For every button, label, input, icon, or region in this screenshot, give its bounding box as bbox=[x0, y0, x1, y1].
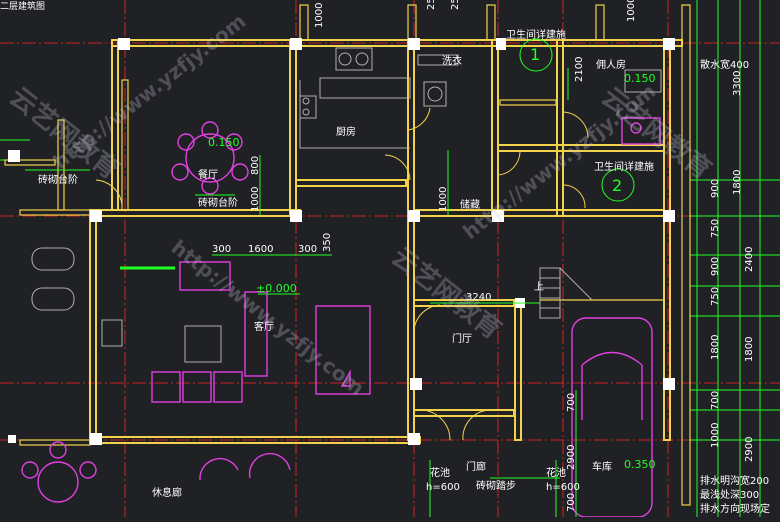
label-kitchen: 厨房 bbox=[336, 125, 356, 138]
label-garage: 车库 bbox=[592, 460, 612, 473]
label-brick-counter-center: 砖砌台阶 bbox=[198, 196, 238, 209]
rdim-3: 900 bbox=[710, 179, 721, 198]
dim-3240: 3240 bbox=[466, 292, 491, 303]
label-brick-steps: 砖砌踏步 bbox=[476, 479, 516, 492]
rdim-11: 1000 bbox=[710, 423, 721, 448]
label-bathroom1: 卫生间详建施 bbox=[506, 28, 566, 41]
label-living: 客厅 bbox=[254, 320, 274, 333]
rdim-9: 1800 bbox=[744, 337, 755, 362]
rdim-6: 900 bbox=[710, 257, 721, 276]
label-dining: 餐厅 bbox=[198, 168, 218, 181]
right-notes: 散水宽400 排水明沟宽200 最浅处深300 排水方向现场定 bbox=[700, 58, 770, 515]
dim-2900: 2900 bbox=[566, 445, 577, 470]
rdim-1: 3300 bbox=[732, 71, 743, 96]
elev-living: ±0.000 bbox=[256, 282, 297, 295]
header-dim-3: 250 bbox=[450, 0, 461, 10]
label-bathroom1-circle: 1 bbox=[530, 45, 540, 64]
stair bbox=[539, 267, 593, 319]
furniture bbox=[21, 121, 653, 518]
label-entry-porch: 门廊 bbox=[466, 460, 486, 473]
dim-1000a: 1000 bbox=[250, 187, 261, 212]
header-dim-4: 1000 bbox=[626, 0, 637, 22]
dim-700a: 700 bbox=[566, 393, 577, 412]
elev-garage: 0.350 bbox=[624, 458, 656, 471]
dim-300b: 300 bbox=[298, 244, 317, 255]
rdim-2: 1800 bbox=[732, 170, 743, 195]
watermark-url-2: http://www.yzfjy.com bbox=[167, 235, 369, 400]
walls bbox=[4, 4, 691, 506]
note-scatter: 散水宽400 bbox=[700, 58, 749, 71]
dim-700b: 700 bbox=[566, 493, 577, 512]
dim-350: 350 bbox=[322, 233, 333, 252]
label-foyer: 门厅 bbox=[452, 332, 472, 345]
label-servant-room: 佣人房 bbox=[596, 58, 626, 71]
doors bbox=[95, 107, 589, 441]
label-bathroom2-circle: 2 bbox=[612, 176, 622, 195]
note-drain-2: 最浅处深300 bbox=[700, 488, 759, 501]
elev-dining: 0.150 bbox=[208, 136, 240, 149]
right-dimension-labels: 3300 1800 900 750 2400 900 750 1800 1800… bbox=[710, 71, 755, 462]
elevation-labels: ±0.000 0.150 0.150 0.350 bbox=[208, 72, 656, 471]
label-planter-left: 花池 bbox=[430, 466, 450, 479]
rdim-7: 750 bbox=[710, 287, 721, 306]
note-drain-1: 排水明沟宽200 bbox=[700, 474, 769, 487]
rdim-8: 1800 bbox=[710, 335, 721, 360]
label-storage: 储藏 bbox=[460, 198, 480, 211]
note-drain-3: 排水方向现场定 bbox=[700, 502, 770, 515]
dim-300a: 300 bbox=[212, 244, 231, 255]
dim-800: 800 bbox=[250, 156, 261, 175]
label-bathroom2: 卫生间详建施 bbox=[594, 160, 654, 173]
dim-1600: 1600 bbox=[248, 244, 273, 255]
bathroom-fixtures bbox=[621, 69, 662, 145]
rdim-5: 2400 bbox=[744, 247, 755, 272]
header-dim-1: 1000 bbox=[314, 3, 325, 28]
label-planter-right-h: h=600 bbox=[546, 482, 580, 493]
label-planter-left-h: h=600 bbox=[426, 482, 460, 493]
rdim-12: 2900 bbox=[744, 437, 755, 462]
title-fragment: 二层建筑图 bbox=[0, 0, 45, 12]
label-laundry: 洗衣 bbox=[442, 54, 462, 67]
label-stair-up: 上 bbox=[534, 281, 544, 293]
dim-2100: 2100 bbox=[574, 57, 585, 82]
label-brick-counter-left: 砖砌台阶 bbox=[38, 173, 78, 186]
dim-1000b: 1000 bbox=[438, 187, 449, 212]
kitchen-fixtures bbox=[299, 47, 459, 149]
dimension-lines bbox=[25, 38, 635, 517]
elev-servant: 0.150 bbox=[624, 72, 656, 85]
header-dim-2: 250 bbox=[426, 0, 437, 10]
rdim-4: 750 bbox=[710, 219, 721, 238]
label-planter-right: 花池 bbox=[546, 466, 566, 479]
dimension-labels: 2100 800 1000 1000 300 1600 300 350 3240… bbox=[212, 57, 585, 512]
room-labels: 二层建筑图 1000 250 250 1000 厨房 洗衣 卫生间详建施 1 佣… bbox=[0, 0, 654, 499]
label-veranda: 休息廊 bbox=[152, 486, 182, 499]
rdim-10: 700 bbox=[710, 391, 721, 410]
